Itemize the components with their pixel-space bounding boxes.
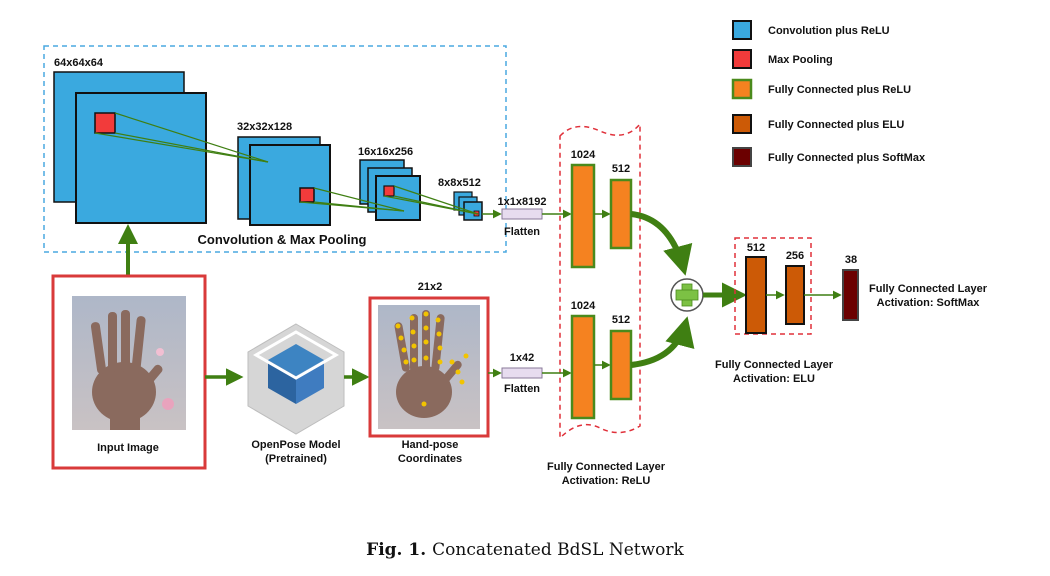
legend-label-fc-relu: Fully Connected plus ReLU: [768, 84, 911, 96]
arrow-top-to-concat: [630, 211, 693, 276]
fc-relu-top-1024: [570, 163, 596, 269]
maxpool-2: [299, 187, 315, 203]
fc-softmax-38-label: 38: [845, 254, 857, 266]
flatten-bar-bottom: [501, 367, 543, 379]
handpose-label-line2: Coordinates: [398, 453, 462, 465]
figure-caption-prefix: Fig. 1.: [366, 540, 426, 560]
keypoints: [395, 311, 469, 407]
flatten-bottom-dims: 1x42: [510, 352, 534, 364]
legend-swatch-conv: [732, 20, 752, 40]
fc-softmax-38: [842, 269, 859, 321]
flatten-bar-top: [501, 208, 543, 220]
fc-relu-caption-line2: Activation: ReLU: [562, 475, 651, 487]
handpose-dims: 21x2: [418, 281, 442, 293]
fc-elu-512: [745, 256, 767, 334]
conv-layer-3: [359, 159, 421, 221]
fc-relu-caption-line1: Fully Connected Layer: [547, 461, 666, 473]
flatten-bottom-label: Flatten: [504, 383, 540, 395]
flatten-top-dims: 1x1x8192: [498, 196, 547, 208]
maxpool-3: [383, 185, 395, 197]
fc-relu-border: [559, 121, 641, 440]
conv-block-title: Convolution & Max Pooling: [198, 232, 367, 247]
fc-relu-top-1024-label: 1024: [571, 149, 596, 161]
conv-layer-2: [237, 136, 331, 226]
flatten-top-label: Flatten: [504, 226, 540, 238]
legend-label-fc-softmax: Fully Connected plus SoftMax: [768, 152, 926, 164]
fc-softmax-caption-line2: Activation: SoftMax: [877, 297, 981, 309]
legend-swatch-maxpool: [732, 49, 752, 69]
conv-layer-1: [53, 71, 207, 224]
fc-relu-bottom-512: [609, 329, 633, 401]
conv-layer-4: [453, 191, 483, 221]
fc-relu-bottom-512-label: 512: [612, 314, 630, 326]
legend: Convolution plus ReLU Max Pooling Fully …: [731, 20, 926, 167]
fc-relu-top-512: [609, 178, 633, 250]
concat-plus-icon: [670, 278, 704, 312]
openpose-label-line1: OpenPose Model: [251, 439, 340, 451]
openpose-cube-icon: [247, 323, 345, 435]
fc-relu-top-512-label: 512: [612, 163, 630, 175]
conv-layer-4-dims: 8x8x512: [438, 177, 481, 189]
legend-swatch-fc-elu: [732, 114, 752, 134]
fc-relu-bottom-1024-label: 1024: [571, 300, 596, 312]
maxpool-1: [94, 112, 116, 134]
fc-elu-border: [734, 237, 812, 335]
fc-elu-256-label: 256: [786, 250, 804, 262]
handpose-image: [378, 305, 480, 429]
input-hand-image: [72, 296, 186, 430]
handpose-label-line1: Hand-pose: [402, 439, 459, 451]
legend-label-maxpool: Max Pooling: [768, 54, 833, 66]
fc-softmax-caption-line1: Fully Connected Layer: [869, 283, 988, 295]
openpose-label-line2: (Pretrained): [265, 453, 327, 465]
input-image-label: Input Image: [97, 442, 159, 454]
conv-block-border: [43, 45, 507, 253]
fc-elu-512-label: 512: [747, 242, 765, 254]
fc-relu-bottom-1024: [570, 314, 596, 420]
fc-elu-256: [785, 265, 805, 325]
legend-swatch-fc-relu: [731, 78, 753, 100]
legend-label-conv: Convolution plus ReLU: [768, 25, 890, 37]
conv-layer-1-dims: 64x64x64: [54, 57, 104, 69]
conv-projection-lines: [94, 112, 479, 215]
conv-layer-3-dims: 16x16x256: [358, 146, 413, 158]
legend-label-fc-elu: Fully Connected plus ELU: [768, 119, 904, 131]
figure-caption-text: Concatenated BdSL Network: [432, 540, 684, 560]
legend-swatch-fc-softmax: [732, 147, 752, 167]
fc-elu-caption-line1: Fully Connected Layer: [715, 359, 834, 371]
figure-caption: Fig. 1. Concatenated BdSL Network: [366, 540, 684, 560]
conv-layer-2-dims: 32x32x128: [237, 121, 292, 133]
fc-elu-caption-line2: Activation: ELU: [733, 373, 815, 385]
arrow-bottom-to-concat: [630, 316, 695, 368]
